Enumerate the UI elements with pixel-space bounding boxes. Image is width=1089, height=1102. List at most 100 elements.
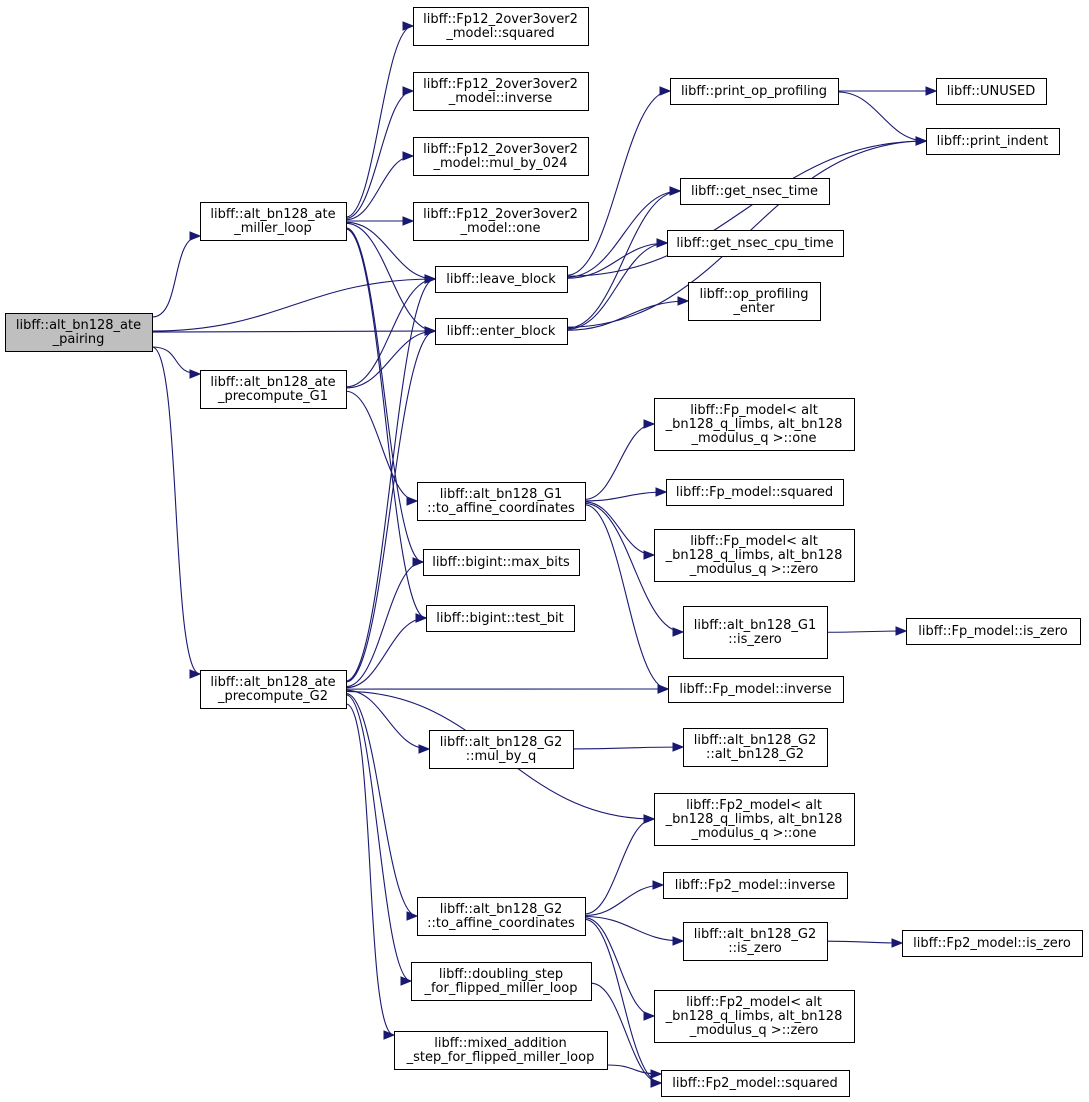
graph-node-box[interactable] bbox=[200, 670, 347, 709]
graph-node[interactable]: libff::get_nsec_cpu_time bbox=[667, 230, 844, 257]
graph-node[interactable]: libff::bigint::max_bits bbox=[423, 549, 580, 576]
graph-node-box[interactable] bbox=[413, 202, 589, 241]
call-edge bbox=[151, 235, 201, 318]
graph-node-box[interactable] bbox=[902, 930, 1083, 957]
graph-node-box[interactable] bbox=[413, 7, 589, 46]
graph-node-box[interactable] bbox=[435, 266, 568, 293]
graph-node-box[interactable] bbox=[667, 230, 844, 257]
graph-node[interactable]: libff::bigint::test_bit bbox=[426, 605, 575, 632]
graph-node-label: libff::alt_bn128_G1 bbox=[694, 618, 817, 633]
graph-node-label: _model::one bbox=[460, 221, 541, 236]
graph-node-box[interactable] bbox=[200, 370, 347, 409]
graph-node[interactable]: libff::Fp_model::inverse bbox=[668, 676, 844, 703]
arrow-head-icon bbox=[418, 744, 431, 754]
graph-node[interactable]: libff::alt_bn128_G2::mul_by_q bbox=[429, 730, 574, 769]
graph-node-box[interactable] bbox=[654, 398, 855, 451]
graph-node-box[interactable] bbox=[394, 1031, 608, 1070]
graph-node[interactable]: libff::enter_block bbox=[435, 318, 568, 345]
call-edge bbox=[345, 694, 412, 982]
graph-node-box[interactable] bbox=[654, 990, 855, 1043]
graph-node[interactable]: libff::Fp_model< alt_bn128_q_limbs, alt_… bbox=[654, 529, 855, 582]
arrow-head-icon bbox=[643, 419, 656, 429]
graph-node-box[interactable] bbox=[906, 618, 1081, 645]
arrow-head-icon bbox=[189, 369, 202, 379]
graph-node[interactable]: libff::print_op_profiling bbox=[670, 78, 839, 105]
graph-node[interactable]: libff::alt_bn128_G2::alt_bn128_G2 bbox=[683, 728, 828, 767]
graph-node[interactable]: libff::Fp12_2over3over2_model::one bbox=[413, 202, 589, 241]
call-edge bbox=[584, 884, 664, 917]
graph-node-box[interactable] bbox=[423, 549, 580, 576]
graph-node[interactable]: libff::alt_bn128_ate_miller_loop bbox=[200, 202, 347, 241]
arrow-head-icon bbox=[383, 1030, 396, 1040]
graph-node-label: _precompute_G2 bbox=[217, 689, 328, 704]
graph-node[interactable]: libff::Fp_model::is_zero bbox=[906, 618, 1081, 645]
graph-node[interactable]: libff::Fp2_model::inverse bbox=[663, 872, 848, 899]
graph-node[interactable]: libff::doubling_step_for_flipped_miller_… bbox=[411, 962, 592, 1001]
graph-node[interactable]: libff::Fp2_model< alt_bn128_q_limbs, alt… bbox=[654, 990, 855, 1043]
graph-node[interactable]: libff::alt_bn128_G1::to_affine_coordinat… bbox=[417, 482, 586, 521]
graph-node[interactable]: libff::alt_bn128_ate_precompute_G1 bbox=[200, 370, 347, 409]
graph-node-box[interactable] bbox=[413, 72, 589, 111]
graph-node[interactable]: libff::Fp2_model::squared bbox=[661, 1070, 850, 1097]
graph-node[interactable]: libff::Fp12_2over3over2_model::mul_by_02… bbox=[413, 137, 589, 176]
call-edge bbox=[572, 746, 684, 750]
graph-node-box-root[interactable] bbox=[5, 313, 153, 352]
arrow-head-icon bbox=[424, 326, 437, 336]
graph-node[interactable]: libff::mixed_addition_step_for_flipped_m… bbox=[394, 1031, 608, 1070]
graph-node-box[interactable] bbox=[426, 605, 575, 632]
graph-node-box[interactable] bbox=[926, 128, 1060, 155]
graph-node[interactable]: libff::Fp12_2over3over2_model::squared bbox=[413, 7, 589, 46]
graph-node-box[interactable] bbox=[688, 282, 821, 321]
graph-node[interactable]: libff::Fp_model::squared bbox=[666, 479, 844, 506]
graph-node[interactable]: libff::print_indent bbox=[926, 128, 1060, 155]
arrow-head-icon bbox=[652, 880, 665, 890]
call-edge bbox=[566, 242, 668, 279]
graph-node[interactable]: libff::alt_bn128_G2::is_zero bbox=[683, 922, 828, 961]
arrow-head-icon bbox=[424, 274, 437, 284]
graph-node[interactable]: libff::alt_bn128_ate_precompute_G2 bbox=[200, 670, 347, 709]
arrow-head-icon bbox=[189, 231, 202, 241]
graph-node[interactable]: libff::get_nsec_time bbox=[680, 178, 830, 205]
graph-node[interactable]: libff::Fp2_model::is_zero bbox=[902, 930, 1083, 957]
graph-node-box[interactable] bbox=[654, 529, 855, 582]
graph-node-box[interactable] bbox=[936, 78, 1047, 105]
graph-node-label: ::to_affine_coordinates bbox=[427, 916, 575, 931]
graph-node[interactable]: libff::alt_bn128_G1::is_zero bbox=[683, 606, 828, 659]
graph-node[interactable]: libff::leave_block bbox=[435, 266, 568, 293]
graph-node-label: libff::alt_bn128_G2 bbox=[694, 733, 817, 748]
graph-node-box[interactable] bbox=[668, 676, 844, 703]
graph-node-label: ::is_zero bbox=[728, 632, 782, 647]
graph-node-box[interactable] bbox=[683, 922, 828, 961]
graph-node-box[interactable] bbox=[683, 728, 828, 767]
graph-node[interactable]: libff::op_profiling_enter bbox=[688, 282, 821, 321]
graph-node[interactable]: libff::Fp12_2over3over2_model::inverse bbox=[413, 72, 589, 111]
graph-node-box[interactable] bbox=[413, 137, 589, 176]
graph-node-box[interactable] bbox=[661, 1070, 850, 1097]
arrow-head-icon bbox=[669, 186, 682, 196]
arrow-head-icon bbox=[672, 936, 685, 946]
graph-node-label: libff::get_nsec_time bbox=[691, 184, 818, 199]
graph-node-box[interactable] bbox=[680, 178, 830, 205]
graph-node-box[interactable] bbox=[411, 962, 592, 1001]
graph-node[interactable]: libff::UNUSED bbox=[936, 78, 1047, 105]
graph-node-box[interactable] bbox=[200, 202, 347, 241]
graph-node-box[interactable] bbox=[654, 793, 855, 846]
arrow-head-icon bbox=[412, 557, 425, 567]
graph-node-label: libff::mixed_addition bbox=[434, 1036, 567, 1051]
graph-node[interactable]: libff::alt_bn128_G2::to_affine_coordinat… bbox=[417, 897, 586, 936]
graph-node-box[interactable] bbox=[417, 482, 586, 521]
graph-node-box[interactable] bbox=[666, 479, 844, 506]
graph-node[interactable]: libff::Fp_model< alt_bn128_q_limbs, alt_… bbox=[654, 398, 855, 451]
graph-node-box[interactable] bbox=[663, 872, 848, 899]
graph-node[interactable]: libff::alt_bn128_ate_pairing bbox=[5, 313, 153, 352]
graph-node-box[interactable] bbox=[429, 730, 574, 769]
graph-node-box[interactable] bbox=[683, 606, 828, 659]
graph-node[interactable]: libff::Fp2_model< alt_bn128_q_limbs, alt… bbox=[654, 793, 855, 846]
graph-node-box[interactable] bbox=[435, 318, 568, 345]
graph-node-label: libff::Fp_model< alt bbox=[690, 403, 818, 418]
call-edge bbox=[151, 346, 201, 675]
call-edge bbox=[566, 140, 927, 277]
graph-node-box[interactable] bbox=[670, 78, 839, 105]
graph-node-box[interactable] bbox=[417, 897, 586, 936]
